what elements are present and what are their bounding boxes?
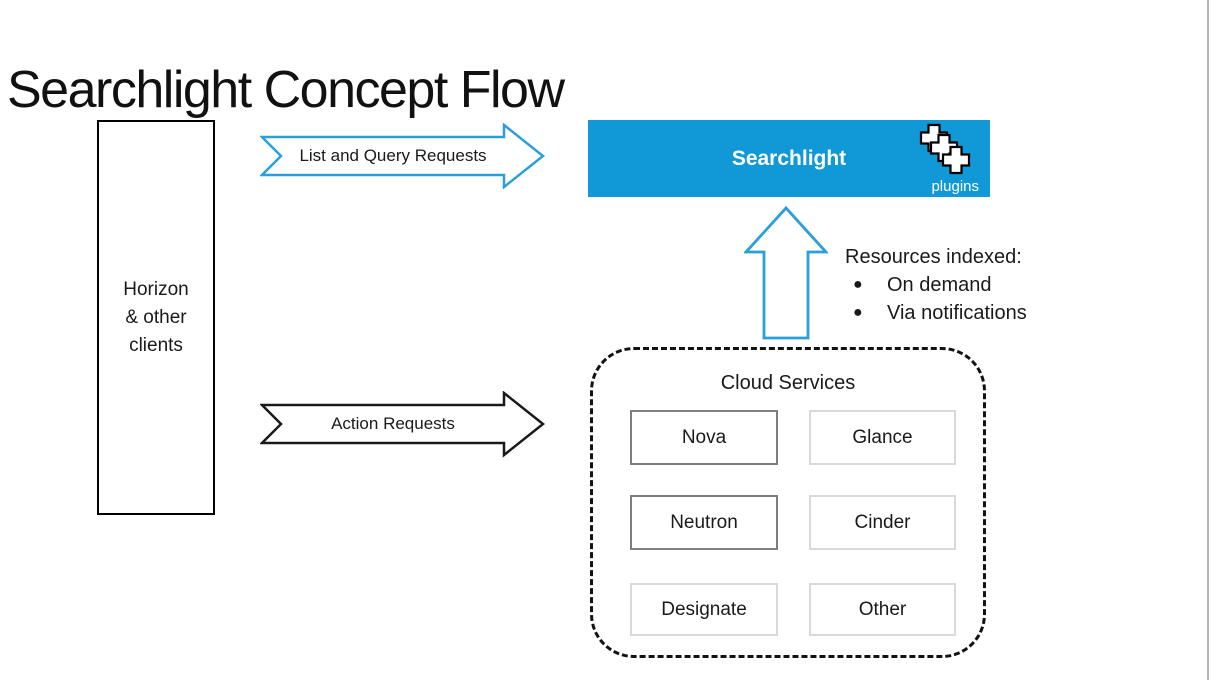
resources-annotation: Resources indexed: ● On demand ● Via not… xyxy=(845,243,1085,327)
resources-bullet-item: ● Via notifications xyxy=(845,299,1085,327)
service-label: Designate xyxy=(661,598,747,620)
service-label: Cinder xyxy=(854,511,911,533)
service-box-glance: Glance xyxy=(809,410,956,465)
resources-bullet-text: Via notifications xyxy=(887,302,1027,324)
list-query-arrow-label: List and Query Requests xyxy=(299,146,487,165)
clients-box-line: Horizon xyxy=(123,278,189,300)
plugins-label: plugins xyxy=(931,178,979,195)
service-box-nova: Nova xyxy=(630,410,778,465)
clients-box: Horizon & other clients xyxy=(97,120,215,515)
service-label: Glance xyxy=(852,426,913,448)
page-title: Searchlight Concept Flow xyxy=(7,61,565,119)
bullet-dot-icon: ● xyxy=(853,276,863,293)
service-label: Neutron xyxy=(670,511,738,533)
bullet-dot-icon: ● xyxy=(853,304,863,321)
searchlight-box: Searchlight plugins xyxy=(588,120,990,197)
clients-box-line: clients xyxy=(129,334,183,356)
service-box-cinder: Cinder xyxy=(809,495,956,550)
arrow-shape xyxy=(260,123,545,190)
action-arrow: Action Requests xyxy=(260,391,545,459)
clients-box-line: & other xyxy=(125,306,187,328)
index-up-arrow-icon xyxy=(744,206,828,340)
plugin-piece xyxy=(941,145,971,175)
service-label: Other xyxy=(858,598,907,620)
searchlight-label: Searchlight xyxy=(731,146,847,170)
service-box-other: Other xyxy=(809,583,956,636)
cloud-services-box: Cloud Services Nova Glance Neutron Cinde… xyxy=(590,347,986,658)
cloud-services-title: Cloud Services xyxy=(720,372,856,394)
service-box-designate: Designate xyxy=(630,583,778,636)
list-query-arrow: List and Query Requests xyxy=(260,123,545,191)
slide-right-edge xyxy=(1207,0,1209,680)
notched-right-arrow-icon xyxy=(260,123,545,190)
arrow-shape xyxy=(744,206,828,340)
resources-heading: Resources indexed: xyxy=(845,246,1022,268)
resources-bullet-text: On demand xyxy=(887,274,992,296)
arrow-shape xyxy=(260,391,545,458)
notched-right-arrow-icon xyxy=(260,391,545,458)
service-label: Nova xyxy=(681,426,727,448)
service-box-neutron: Neutron xyxy=(630,495,778,550)
plugins-stack-icon xyxy=(919,123,971,175)
action-arrow-label: Action Requests xyxy=(331,414,455,433)
resources-bullet-item: ● On demand xyxy=(845,271,1085,299)
